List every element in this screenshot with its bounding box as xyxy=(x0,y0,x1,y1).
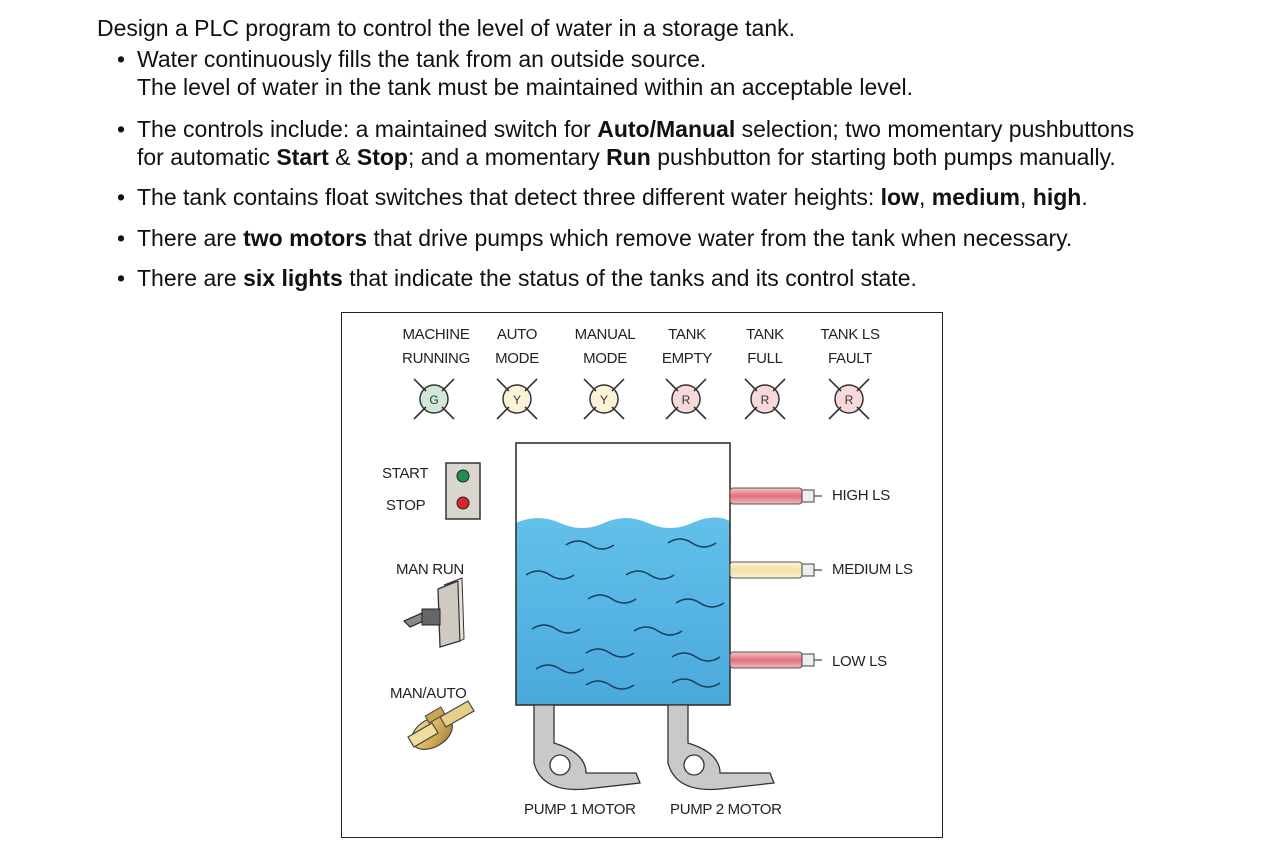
bullet-4-line-1: There are two motors that drive pumps wh… xyxy=(137,225,1073,251)
bullet-5-line-1: There are six lights that indicate the s… xyxy=(137,265,917,291)
stop-label: STOP xyxy=(386,497,426,514)
light-tank-ls-fault: R xyxy=(828,378,870,420)
light-manual-mode: Y xyxy=(583,378,625,420)
high-level-switch xyxy=(729,487,822,505)
bullet-dot: • xyxy=(117,225,126,251)
stop-pushbutton xyxy=(456,496,470,510)
high-ls-label: HIGH LS xyxy=(832,487,890,504)
figure-graphics: G Y Y R R xyxy=(402,378,870,791)
light-letter: G xyxy=(429,393,438,407)
light-tank-empty: R xyxy=(665,378,707,420)
pump-2-label: PUMP 2 MOTOR xyxy=(670,801,782,818)
low-level-switch xyxy=(729,651,822,669)
bullet-dot: • xyxy=(117,265,126,291)
start-stop-pushbutton-station xyxy=(445,462,481,520)
light-letter: Y xyxy=(600,393,608,407)
bullet-dot: • xyxy=(117,184,126,210)
pump-1 xyxy=(533,704,641,791)
bullet-dot: • xyxy=(117,46,126,72)
bullet-dot: • xyxy=(117,116,126,142)
man-auto-selector-switch xyxy=(407,700,475,750)
tank-water xyxy=(516,517,730,705)
light-machine-running: G xyxy=(413,378,455,420)
pump-1-label: PUMP 1 MOTOR xyxy=(524,801,636,818)
start-label: START xyxy=(382,465,429,482)
bullet-2-line-1: The controls include: a maintained switc… xyxy=(137,116,1135,142)
pump-2 xyxy=(667,704,775,791)
man-run-label: MAN RUN xyxy=(396,561,464,578)
bullet-1-line-1: Water continuously fills the tank from a… xyxy=(137,46,707,72)
light-letter: R xyxy=(682,393,691,407)
low-ls-label: LOW LS xyxy=(832,653,887,670)
light-letter: R xyxy=(761,393,770,407)
problem-title: Design a PLC program to control the leve… xyxy=(97,15,796,41)
water-ripples xyxy=(525,538,725,690)
bullet-1-line-2: The level of water in the tank must be m… xyxy=(137,74,914,100)
bullet-2-line-2: for automatic Start & Stop; and a moment… xyxy=(137,144,1116,170)
start-pushbutton xyxy=(456,469,470,483)
medium-ls-label: MEDIUM LS xyxy=(832,561,913,578)
storage-tank xyxy=(515,442,731,706)
bullet-3-line-1: The tank contains float switches that de… xyxy=(137,184,1088,210)
man-auto-label: MAN/AUTO xyxy=(390,685,467,702)
light-auto-mode: Y xyxy=(496,378,538,420)
light-tank-full: R xyxy=(744,378,786,420)
light-letter: R xyxy=(845,393,854,407)
light-letter: Y xyxy=(513,393,521,407)
medium-level-switch xyxy=(729,561,822,579)
man-run-toggle-switch xyxy=(402,577,465,648)
